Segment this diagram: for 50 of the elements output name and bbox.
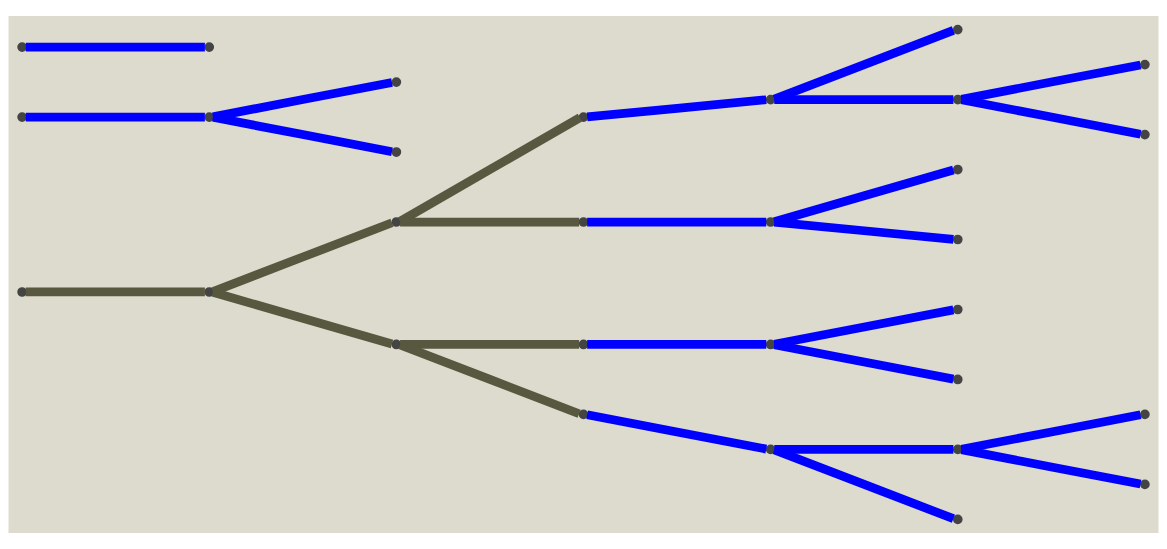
connector — [960, 445, 1142, 489]
node-point — [578, 339, 589, 350]
node-point — [17, 42, 27, 52]
connector — [398, 340, 581, 418]
node-point — [765, 94, 776, 105]
node-point — [765, 444, 776, 455]
connector — [25, 112, 205, 122]
connector — [773, 217, 954, 244]
node-point — [17, 287, 27, 297]
node-point — [952, 304, 963, 315]
node-point — [578, 409, 589, 420]
node-point — [1140, 479, 1150, 490]
node-point — [952, 234, 963, 245]
node-point — [952, 444, 963, 455]
node-point — [17, 112, 27, 122]
connector — [773, 340, 955, 384]
node-point — [391, 147, 402, 157]
node-point — [952, 374, 963, 385]
connector — [774, 445, 954, 454]
node-point — [391, 77, 402, 87]
node-point — [952, 94, 963, 105]
node-point — [391, 339, 402, 350]
connector — [400, 340, 580, 349]
node-point — [952, 514, 963, 525]
node-point — [765, 217, 776, 227]
connector — [774, 95, 954, 104]
connector — [25, 42, 205, 52]
connector — [586, 95, 767, 122]
node-point — [578, 112, 589, 122]
node-point — [1140, 59, 1150, 70]
connector — [587, 217, 767, 227]
connector — [772, 445, 955, 523]
connector — [25, 287, 205, 297]
node-point — [204, 42, 215, 52]
node-point — [204, 287, 215, 297]
node-point — [578, 217, 589, 227]
connector — [211, 288, 394, 349]
node-point — [1140, 129, 1150, 140]
node-point — [952, 164, 963, 175]
connector — [397, 113, 583, 226]
connector — [586, 410, 768, 454]
connector — [772, 26, 955, 104]
node-point — [952, 24, 963, 35]
connector — [960, 95, 1142, 139]
node-point — [765, 339, 776, 350]
connector — [400, 217, 580, 227]
connector — [587, 340, 767, 349]
node-point — [204, 112, 215, 122]
node-point — [391, 217, 402, 227]
node-point — [1140, 409, 1150, 420]
